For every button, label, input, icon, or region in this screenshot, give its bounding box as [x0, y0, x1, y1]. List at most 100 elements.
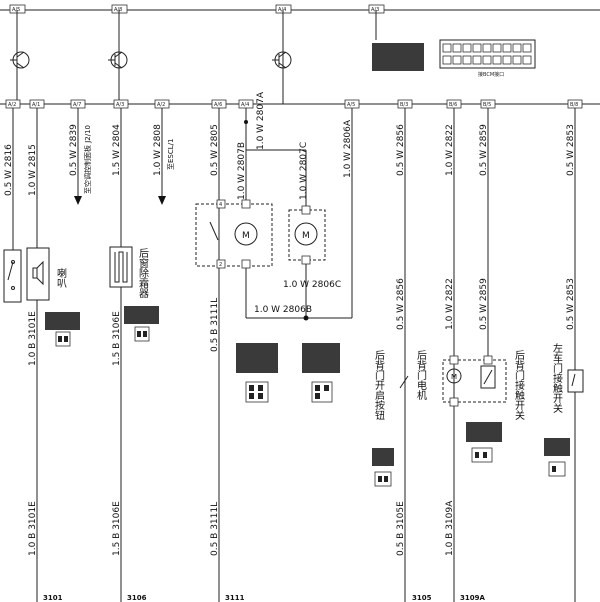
svg-text:M: M — [302, 231, 310, 241]
wire-label: 1.0 W 2806C — [283, 280, 341, 290]
bus-tab: A/3 — [113, 99, 129, 109]
svg-text:A/8: A/8 — [114, 7, 122, 13]
bus-tab: B/6 — [446, 99, 462, 109]
wire-label: 1.0 W 2808 — [153, 124, 163, 176]
wire-label: 0.5 W 2859 — [479, 124, 489, 176]
bus-tab: A/4 — [238, 99, 254, 109]
wire-label: 1.0 W 2807B — [237, 142, 247, 200]
door-lock-motor-box: 4 2 M — [195, 199, 273, 269]
trunk-switch-label: 后背门开启按钮 — [373, 350, 385, 420]
wire-label: 1.5 B 3106E — [112, 501, 122, 556]
svg-text:A/3: A/3 — [371, 7, 379, 13]
wire-label: 1.0 B 3109A — [445, 500, 455, 556]
horn-connector-pinout — [55, 331, 71, 347]
svg-text:A/4: A/4 — [241, 102, 249, 108]
wire-label: 1.0 W 2815 — [28, 144, 38, 196]
bus-tab: A/2 — [5, 99, 21, 109]
door-connector-pinout — [548, 461, 566, 477]
bus-tab: B/3 — [397, 99, 413, 109]
switch-connector-pinout — [374, 471, 392, 487]
trunk-motor-label: 后背门电机 — [415, 350, 427, 401]
wire-label: 1.5 W 2804 — [112, 124, 122, 176]
second-motor-box: M — [288, 205, 326, 265]
wire-label: 1.0 B 3101E — [28, 501, 38, 556]
trunk-contact-switch-box: M — [442, 355, 507, 407]
defrost-connector-photo — [124, 306, 159, 324]
svg-text:B/5: B/5 — [483, 102, 491, 108]
wire-label: 1.0 W 2806A — [343, 119, 353, 178]
wire-label: 1.0 W 2822 — [445, 278, 455, 330]
trunk-contact-label: 后背门接触开关 — [513, 350, 525, 421]
wire-label: 0.5 W 2853 — [566, 124, 576, 176]
svg-text:A/5: A/5 — [347, 102, 355, 108]
svg-text:A/1: A/1 — [32, 102, 40, 108]
bus-tab: A/5 — [344, 99, 360, 109]
wire-label: 0.5 W 2856 — [396, 124, 406, 176]
bus-tab: A/2 — [154, 99, 170, 109]
wire-label: 1.0 W 2807A — [256, 91, 266, 150]
wire-label: 0.5 B 3111L — [210, 502, 220, 556]
bus-tab: B/8 — [567, 99, 583, 109]
ground-label: 3111 — [225, 594, 245, 602]
svg-text:A/3: A/3 — [116, 102, 124, 108]
svg-text:A/2: A/2 — [157, 102, 165, 108]
door-connector-photo — [544, 438, 570, 456]
bus-tab: B/5 — [480, 99, 496, 109]
rear-defroster-icon — [109, 246, 133, 288]
contact-connector-photo — [466, 422, 502, 442]
svg-text:A/5: A/5 — [12, 7, 20, 13]
wire-label: 0.5 W 2839 — [69, 124, 79, 176]
wire-label: 1.5 B 3106E — [112, 311, 122, 366]
wire-label: 0.5 W 2816 — [4, 144, 14, 196]
lock-connector-photo — [236, 343, 278, 373]
transistor-icon — [272, 51, 292, 69]
wire-label: 1.0 W 2807C — [299, 142, 309, 200]
wire-note: 至空调控制面板 J2/10 — [83, 125, 92, 194]
wire-label: 1.0 B 3101E — [28, 311, 38, 366]
motor-connector-photo — [302, 343, 340, 373]
svg-text:B/6: B/6 — [449, 102, 457, 108]
wire-label: 0.5 W 2805 — [210, 124, 220, 176]
left-door-label: 左车门接触开关 — [551, 342, 563, 414]
switch-icon — [3, 249, 22, 303]
lock-connector-pinout — [245, 381, 269, 403]
defrost-connector-pinout — [134, 326, 150, 342]
bus-tab: A/1 — [29, 99, 45, 109]
svg-text:B/3: B/3 — [400, 102, 408, 108]
rear-defroster-label: 后窗除霜器 — [137, 248, 149, 299]
wire-label: 0.5 W 2859 — [479, 278, 489, 330]
motor-connector-pinout — [311, 381, 333, 403]
transistor-icon — [10, 51, 30, 69]
ground-label: 3106 — [127, 594, 147, 602]
contact-connector-pinout — [471, 447, 493, 463]
left-door-switch-icon — [567, 369, 584, 393]
wire-label: 0.5 B 3105E — [396, 501, 406, 556]
ground-label: 3109A — [460, 594, 485, 602]
wire-label: 1.0 W 2806B — [254, 305, 312, 315]
svg-text:B/8: B/8 — [570, 102, 578, 108]
svg-text:A/6: A/6 — [214, 102, 222, 108]
wire-note: 至ESCL/1 — [167, 139, 175, 170]
bus-tab: A/6 — [211, 99, 227, 109]
wire-label: 0.5 W 2856 — [396, 278, 406, 330]
ground-label: 3105 — [412, 594, 432, 602]
motor-symbol: M — [242, 231, 250, 241]
bcm-connector-pinout: 接BCM接口 — [439, 39, 536, 78]
wire-label: 0.5 B 3111L — [210, 298, 220, 352]
svg-text:4: 4 — [219, 202, 222, 208]
bcm-connector-photo — [372, 43, 424, 71]
transistor-icon — [108, 51, 128, 69]
svg-text:2: 2 — [219, 262, 222, 268]
svg-text:A/7: A/7 — [73, 102, 81, 108]
svg-text:M: M — [451, 373, 457, 381]
svg-text:接BCM接口: 接BCM接口 — [478, 71, 504, 78]
switch-connector-photo — [372, 448, 394, 466]
svg-text:A/4: A/4 — [278, 7, 286, 13]
wire-label: 0.5 W 2853 — [566, 278, 576, 330]
svg-text:A/2: A/2 — [8, 102, 16, 108]
bus-tab: A/7 — [70, 99, 86, 109]
horn-icon — [26, 247, 50, 301]
horn-connector-photo — [45, 312, 80, 330]
